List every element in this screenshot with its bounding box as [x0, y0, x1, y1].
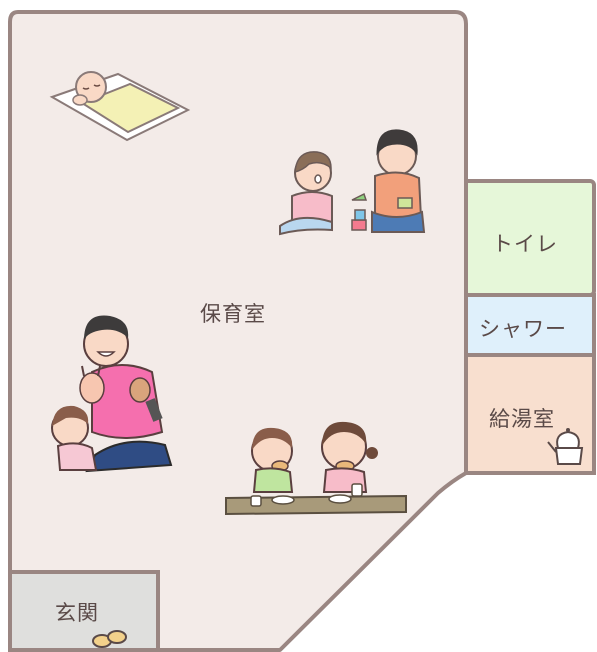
shower-room [461, 293, 596, 357]
nursery-label: 保育室 [200, 302, 266, 326]
caregiver-with-puppets-icon [51, 315, 173, 473]
entrance-room [8, 570, 160, 652]
teapot-icon [547, 428, 584, 465]
shower-label: シャワー [479, 317, 567, 341]
children-eating-snack-icon [225, 421, 407, 516]
shoes-icon [92, 630, 127, 648]
children-playing-blocks-icon [279, 129, 426, 236]
entrance-label: 玄関 [55, 601, 99, 625]
sleeping-baby-icon [49, 71, 191, 142]
toilet-label: トイレ [492, 232, 558, 256]
kitchen-label: 給湯室 [489, 407, 555, 431]
